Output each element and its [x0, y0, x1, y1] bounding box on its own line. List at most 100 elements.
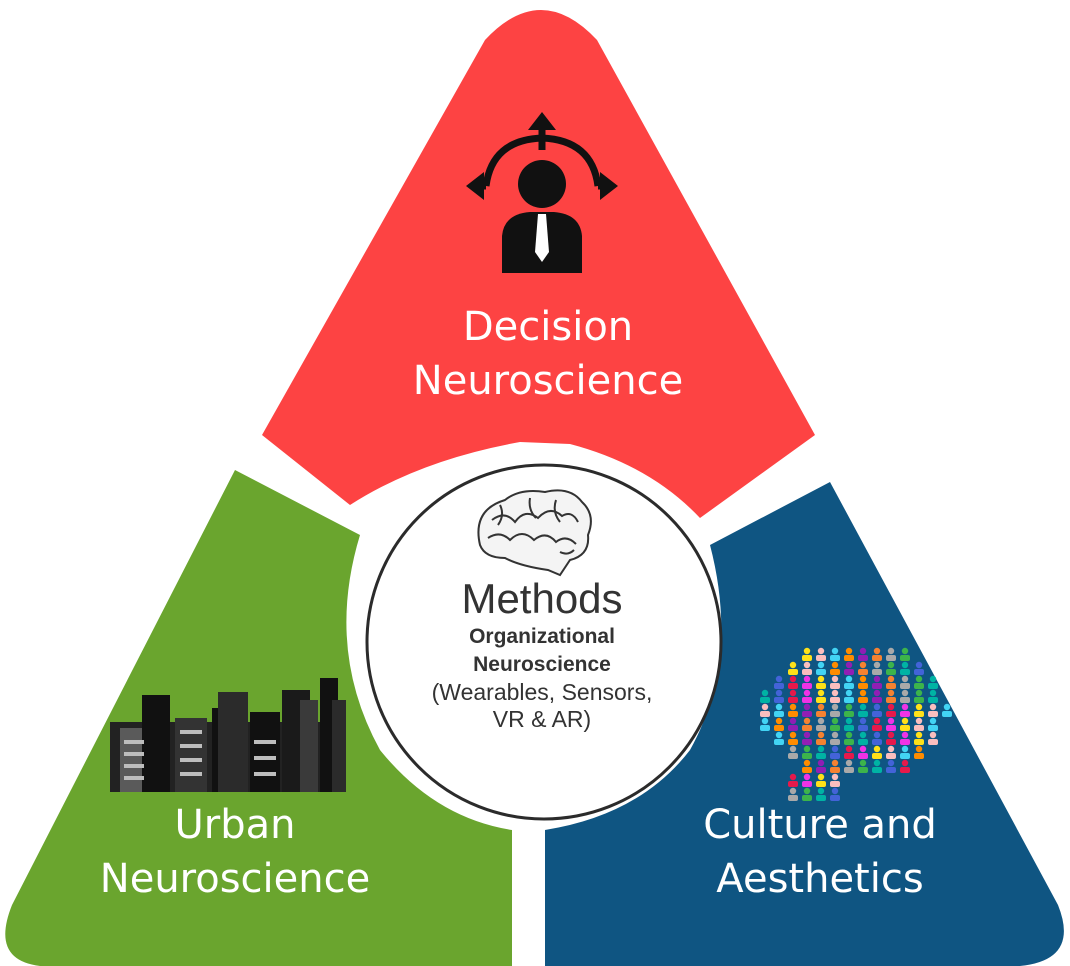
crowd-person-head — [887, 731, 895, 739]
crowd-person-body — [774, 739, 784, 745]
brain-icon — [477, 489, 592, 577]
crowd-person-body — [858, 711, 868, 717]
crowd-person-body — [886, 753, 896, 759]
crowd-person-head — [817, 647, 825, 655]
urban-label: Urban Neuroscience — [85, 798, 385, 906]
crowd-person-body — [858, 683, 868, 689]
crowd-person-body — [900, 767, 910, 773]
crowd-person-body — [900, 669, 910, 675]
crowd-person-head — [901, 745, 909, 753]
crowd-person-head — [803, 773, 811, 781]
crowd-person-head — [901, 661, 909, 669]
crowd-person-body — [830, 725, 840, 731]
crowd-person-body — [830, 697, 840, 703]
urban-label-line1: Urban — [174, 802, 296, 848]
crowd-person-body — [872, 753, 882, 759]
crowd-person-body — [788, 739, 798, 745]
crowd-person-body — [858, 767, 868, 773]
crowd-person-head — [817, 717, 825, 725]
crowd-person-body — [802, 795, 812, 801]
crowd-person-body — [816, 697, 826, 703]
crowd-person-body — [802, 781, 812, 787]
crowd-person-head — [901, 689, 909, 697]
crowd-person-head — [915, 703, 923, 711]
crowd-person-head — [873, 689, 881, 697]
crowd-person-head — [803, 647, 811, 655]
crowd-person-body — [914, 753, 924, 759]
crowd-person-head — [901, 647, 909, 655]
crowd-person-head — [775, 675, 783, 683]
crowd-person-body — [900, 739, 910, 745]
crowd-person-head — [887, 647, 895, 655]
crowd-person-head — [817, 689, 825, 697]
crowd-person-body — [900, 683, 910, 689]
crowd-person-body — [830, 711, 840, 717]
crowd-person-head — [803, 675, 811, 683]
crowd-person-body — [802, 753, 812, 759]
center-detail-line2: VR & AR) — [492, 706, 592, 732]
crowd-person-head — [803, 717, 811, 725]
crowd-person-head — [887, 661, 895, 669]
crowd-person-head — [901, 675, 909, 683]
crowd-person-body — [816, 753, 826, 759]
crowd-person-body — [900, 711, 910, 717]
crowd-person-head — [859, 647, 867, 655]
crowd-person-head — [901, 759, 909, 767]
crowd-person-body — [774, 711, 784, 717]
crowd-person-head — [789, 689, 797, 697]
crowd-person-head — [845, 745, 853, 753]
crowd-person-body — [886, 655, 896, 661]
crowd-person-head — [817, 731, 825, 739]
center-text: Methods Organizational Neuroscience (Wea… — [372, 575, 712, 733]
crowd-person-head — [803, 661, 811, 669]
crowd-person-head — [845, 717, 853, 725]
crowd-person-body — [844, 753, 854, 759]
crowd-person-head — [887, 689, 895, 697]
crowd-person-body — [858, 669, 868, 675]
crowd-person-head — [845, 661, 853, 669]
crowd-person-body — [844, 711, 854, 717]
crowd-person-head — [845, 731, 853, 739]
crowd-person-head — [845, 675, 853, 683]
crowd-person-body — [928, 711, 938, 717]
crowd-person-head — [915, 745, 923, 753]
crowd-person-head — [901, 731, 909, 739]
crowd-person-head — [915, 717, 923, 725]
crowd-person-body — [844, 697, 854, 703]
crowd-person-body — [788, 795, 798, 801]
crowd-person-body — [788, 669, 798, 675]
crowd-person-head — [775, 731, 783, 739]
crowd-person-body — [774, 725, 784, 731]
crowd-person-head — [845, 689, 853, 697]
crowd-person-head — [901, 717, 909, 725]
crowd-person-head — [859, 759, 867, 767]
crowd-person-head — [831, 661, 839, 669]
crowd-person-body — [816, 669, 826, 675]
crowd-person-body — [858, 655, 868, 661]
crowd-person-head — [887, 675, 895, 683]
crowd-person-head — [873, 731, 881, 739]
crowd-person-head — [915, 689, 923, 697]
crowd-person-body — [802, 655, 812, 661]
crowd-person-head — [845, 647, 853, 655]
crowd-person-head — [873, 759, 881, 767]
crowd-person-head — [831, 703, 839, 711]
crowd-person-body — [788, 697, 798, 703]
crowd-person-head — [915, 661, 923, 669]
crowd-person-body — [802, 767, 812, 773]
crowd-person-head — [887, 703, 895, 711]
crowd-person-head — [775, 703, 783, 711]
crowd-person-body — [788, 683, 798, 689]
crowd-person-head — [873, 661, 881, 669]
crowd-person-body — [928, 683, 938, 689]
crowd-person-body — [872, 669, 882, 675]
crowd-person-body — [886, 669, 896, 675]
crowd-person-head — [775, 717, 783, 725]
crowd-person-head — [873, 717, 881, 725]
center-circle — [365, 463, 723, 821]
crowd-person-body — [872, 711, 882, 717]
crowd-person-body — [914, 739, 924, 745]
crowd-person-head — [831, 647, 839, 655]
crowd-person-head — [817, 759, 825, 767]
crowd-person-body — [816, 725, 826, 731]
